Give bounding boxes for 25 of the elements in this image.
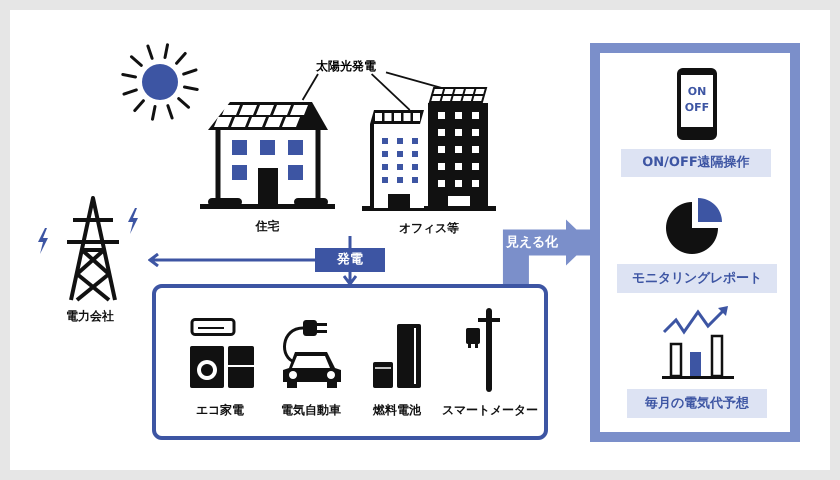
icon-text: ON xyxy=(686,85,708,99)
node-label: 住宅 xyxy=(254,218,280,234)
node-label: 電気自動車 xyxy=(280,402,342,418)
arrow xyxy=(342,272,358,286)
group-panel xyxy=(590,43,800,442)
leader-line xyxy=(386,72,442,89)
building-drawing xyxy=(370,110,426,208)
leader-line xyxy=(302,74,319,100)
node-label: 燃料電池 xyxy=(372,402,422,418)
arrow xyxy=(148,252,315,268)
callout-label: 太陽光発電 xyxy=(306,58,386,74)
node-label: エコ家電 xyxy=(195,402,245,418)
icon-text: OFF xyxy=(684,101,710,115)
label-box: 毎月の電気代予想 xyxy=(627,389,767,418)
block-arrow xyxy=(502,220,590,284)
node-label: スマートメーター xyxy=(441,402,539,418)
node-label: 電力会社 xyxy=(65,308,115,324)
leader-line xyxy=(370,73,410,111)
label-box: モニタリングレポート xyxy=(617,264,777,293)
node-label: オフィス等 xyxy=(398,220,460,236)
connector-line xyxy=(348,236,352,248)
building-drawing xyxy=(428,88,488,208)
label-box: ON/OFF遠隔操作 xyxy=(621,149,771,177)
tag: 発電 xyxy=(315,248,385,272)
group-panel xyxy=(152,284,548,440)
